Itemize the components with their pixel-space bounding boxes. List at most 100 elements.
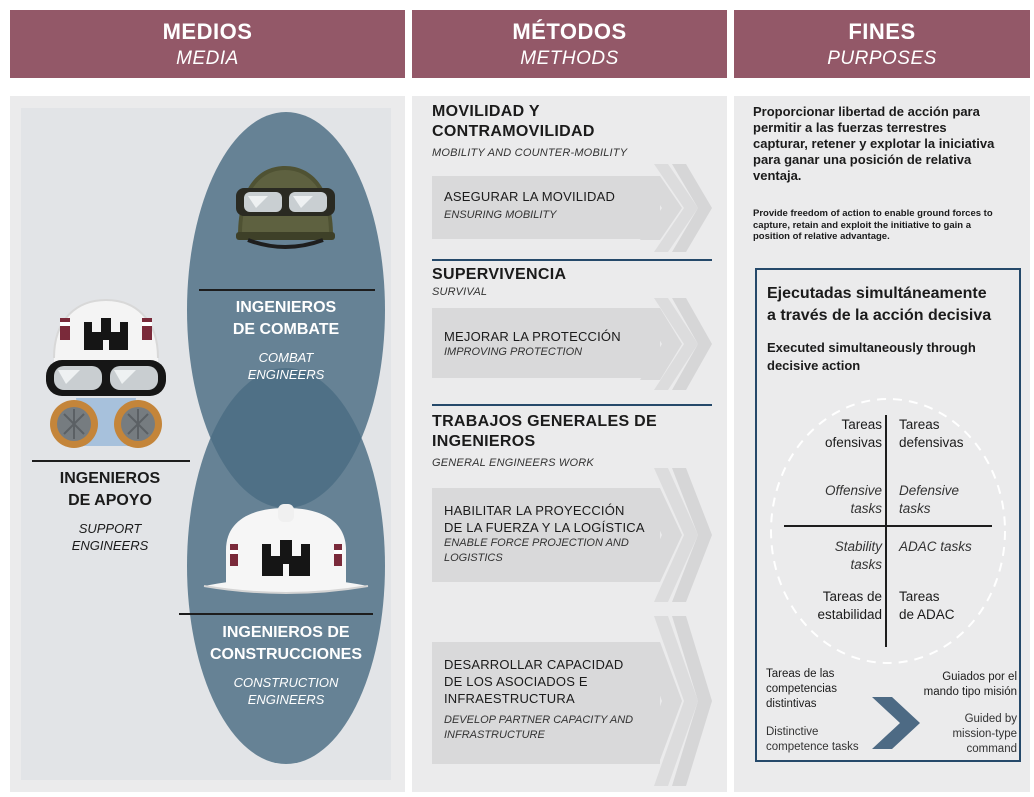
grid-text: tasks bbox=[850, 557, 882, 572]
movilidad-subtitle: MOBILITY AND COUNTER-MOBILITY bbox=[432, 147, 628, 159]
movilidad-title: MOVILIDAD Y CONTRAMOVILIDAD bbox=[432, 102, 595, 142]
capacidad-sub-2: INFRASTRUCTURE bbox=[444, 729, 545, 741]
grid-text: Defensive bbox=[899, 483, 960, 498]
box-sub-line: Executed simultaneously through bbox=[767, 340, 976, 355]
bottom-text: competencias bbox=[766, 683, 837, 695]
grid-text: ofensivas bbox=[824, 435, 882, 450]
grid-text: tasks bbox=[850, 501, 882, 516]
fines-intro-es: Proporcionar libertad de acción para per… bbox=[753, 104, 1028, 184]
intro-es-line: para ganar una posición de relativa bbox=[753, 152, 972, 167]
construction-line1: INGENIEROS DE bbox=[222, 624, 350, 641]
mission-command-es: Guiados por el mando tipo misión bbox=[890, 670, 1017, 700]
intro-es-line: ventaja. bbox=[753, 168, 802, 183]
combat-line2: DE COMBATE bbox=[232, 321, 340, 338]
box-title-line: Ejecutadas simultáneamente bbox=[767, 285, 987, 302]
capacidad-title-3: INFRAESTRUCTURA bbox=[444, 691, 575, 706]
header-medios: MEDIOS MEDIA bbox=[10, 10, 405, 78]
grid-text: Tareas bbox=[899, 589, 940, 604]
grid-text: de ADAC bbox=[899, 607, 955, 622]
bottom-text: mando tipo misión bbox=[923, 686, 1017, 698]
bottom-text: Guided by bbox=[964, 713, 1017, 725]
combat-helmet-icon bbox=[236, 166, 335, 249]
tasks-circle bbox=[770, 398, 1006, 664]
proyeccion-title-1: HABILITAR LA PROYECCIÓN bbox=[444, 503, 625, 518]
movilidad-box: ASEGURAR LA MOVILIDAD ENSURING MOBILITY bbox=[432, 176, 660, 239]
header-fines-subtitle: PURPOSES bbox=[827, 48, 937, 69]
movilidad-chevrons bbox=[640, 164, 712, 252]
proyeccion-sub-2: LOGISTICS bbox=[444, 552, 503, 564]
construction-line2: CONSTRUCCIONES bbox=[209, 646, 362, 663]
support-sub1: SUPPORT bbox=[78, 521, 142, 536]
chevron-right-icon bbox=[872, 697, 920, 749]
capacidad-box: DESARROLLAR CAPACIDAD DE LOS ASOCIADOS E… bbox=[432, 642, 660, 764]
decisive-action-box bbox=[755, 268, 1021, 762]
movilidad-box-subtitle: ENSURING MOBILITY bbox=[444, 209, 557, 221]
intro-en-line: capture, retain and exploit the initiati… bbox=[753, 219, 972, 231]
support-label-es: INGENIEROS DE APOYO bbox=[25, 468, 195, 512]
offensive-tasks-en: Offensive tasks bbox=[782, 482, 882, 518]
grid-text: Tareas de bbox=[822, 589, 882, 604]
header-medios-subtitle: MEDIA bbox=[176, 48, 239, 69]
support-label-en: SUPPORT ENGINEERS bbox=[25, 520, 195, 554]
combat-sub1: COMBAT bbox=[258, 350, 314, 365]
defensive-tasks-en: Defensive tasks bbox=[899, 482, 1009, 518]
bottom-text: Distinctive bbox=[766, 726, 819, 738]
bottom-text: Guiados por el bbox=[942, 671, 1017, 683]
header-fines-title: FINES bbox=[848, 19, 916, 44]
intro-en-line: Provide freedom of action to enable grou… bbox=[753, 208, 993, 219]
bottom-text: distintivas bbox=[766, 698, 817, 710]
movilidad-title-line2: CONTRAMOVILIDAD bbox=[432, 123, 595, 140]
proyeccion-chevrons bbox=[640, 468, 712, 602]
box-title-line: a través de la acción decisiva bbox=[767, 307, 992, 324]
proyeccion-sub-1: ENABLE FORCE PROJECTION AND bbox=[444, 537, 629, 549]
proyeccion-box: HABILITAR LA PROYECCIÓN DE LA FUERZA Y L… bbox=[432, 488, 660, 582]
construction-label-es: INGENIEROS DE CONSTRUCCIONES bbox=[187, 622, 385, 666]
construction-sub1: CONSTRUCTION bbox=[233, 675, 339, 690]
defensive-tasks-es: Tareas defensivas bbox=[899, 416, 1009, 452]
support-sub2: ENGINEERS bbox=[71, 538, 149, 553]
construction-label-en: CONSTRUCTION ENGINEERS bbox=[187, 674, 385, 708]
combat-label-en: COMBAT ENGINEERS bbox=[190, 349, 382, 383]
grid-text: Stability bbox=[834, 539, 882, 554]
decisive-box-subtitle: Executed simultaneously through decisive… bbox=[767, 339, 1017, 375]
fines-panel bbox=[734, 96, 1030, 792]
distinctive-tasks-en: Distinctive competence tasks bbox=[766, 725, 896, 755]
fines-intro-en: Provide freedom of action to enable grou… bbox=[753, 208, 1028, 243]
hard-hat-icon bbox=[203, 504, 369, 594]
combat-sub2: ENGINEERS bbox=[247, 367, 325, 382]
movilidad-box-title: ASEGURAR LA MOVILIDAD bbox=[444, 189, 616, 204]
box-sub-line: decisive action bbox=[767, 358, 861, 373]
adac-tasks-es: Tareas de ADAC bbox=[899, 588, 1009, 624]
grid-text: estabilidad bbox=[817, 607, 882, 622]
header-medios-title: MEDIOS bbox=[162, 19, 253, 44]
adac-tasks-en: ADAC tasks bbox=[899, 538, 1009, 556]
bottom-text: Tareas de las bbox=[766, 668, 835, 680]
grid-text: Tareas bbox=[841, 417, 882, 432]
support-line2: DE APOYO bbox=[68, 492, 152, 509]
combat-divider bbox=[199, 289, 375, 291]
intro-es-line: Proporcionar libertad de acción para bbox=[753, 104, 980, 119]
supervivencia-subtitle: SURVIVAL bbox=[432, 286, 488, 298]
header-fines: FINES PURPOSES bbox=[734, 10, 1030, 78]
intro-es-line: capturar, retener y explotar la iniciati… bbox=[753, 136, 995, 151]
intro-es-line: permitir a las fuerzas terrestres bbox=[753, 120, 947, 135]
bottom-text: command bbox=[966, 743, 1018, 755]
combat-line1: INGENIEROS bbox=[235, 299, 337, 316]
header-metodos-title: MÉTODOS bbox=[512, 19, 627, 44]
gas-mask-helmet-icon bbox=[46, 298, 166, 448]
grid-text: Tareas bbox=[899, 417, 940, 432]
capacidad-sub-1: DEVELOP PARTNER CAPACITY AND bbox=[444, 714, 634, 726]
movilidad-separator bbox=[432, 259, 712, 261]
grid-text: tasks bbox=[899, 501, 931, 516]
header-metodos: MÉTODOS METHODS bbox=[412, 10, 727, 78]
supervivencia-box-title: MEJORAR LA PROTECCIÓN bbox=[444, 329, 621, 344]
intro-en-line: position of relative advantage. bbox=[753, 231, 890, 242]
supervivencia-separator bbox=[432, 404, 712, 406]
decisive-box-title: Ejecutadas simultáneamente a través de l… bbox=[767, 283, 1017, 327]
mission-command-en: Guided by mission-type command bbox=[890, 712, 1017, 757]
trabajos-title-line1: TRABAJOS GENERALES DE bbox=[432, 413, 657, 430]
supervivencia-title: SUPERVIVENCIA bbox=[432, 266, 567, 283]
capacidad-title-2: DE LOS ASOCIADOS E bbox=[444, 674, 588, 689]
trabajos-title: TRABAJOS GENERALES DE INGENIEROS bbox=[432, 412, 657, 452]
grid-text: defensivas bbox=[899, 435, 964, 450]
